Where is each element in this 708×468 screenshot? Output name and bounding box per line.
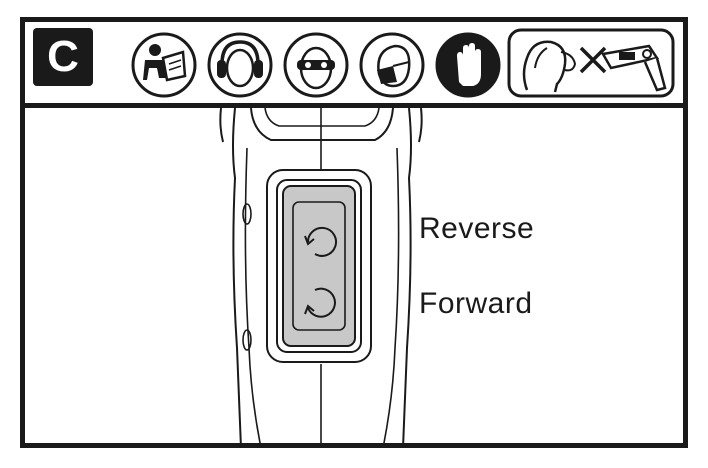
dust-mask-icon [359, 32, 425, 98]
ear-protection-icon [207, 32, 273, 98]
reverse-rotation-icon [304, 226, 337, 257]
forward-label: Forward [419, 287, 533, 320]
section-badge: C [33, 28, 93, 86]
forward-rotation-icon [304, 287, 336, 318]
side-vent [242, 203, 252, 225]
direction-switch-inset [292, 201, 346, 331]
eye-protection-icon [283, 32, 349, 98]
keep-hair-away-icon [507, 28, 675, 98]
figure-frame: C [20, 17, 688, 448]
gloves-icon [435, 32, 501, 98]
read-manual-icon [131, 32, 197, 98]
screwdriver-body-illustration [219, 108, 423, 443]
reverse-label: Reverse [419, 212, 535, 245]
safety-header: C [25, 22, 683, 108]
side-vent [242, 329, 252, 351]
tool-housing-outline [232, 108, 242, 443]
